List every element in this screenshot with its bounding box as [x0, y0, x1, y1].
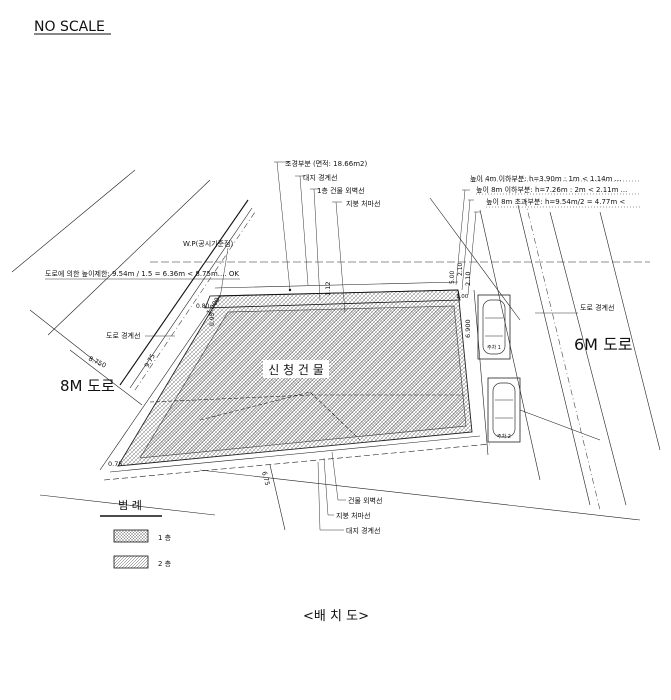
parking-edge: [473, 289, 489, 456]
top-callouts: 조경부분 (면적: 18.66m2) 대지 경계선 1층 건물 외벽선 지붕 처…: [274, 159, 380, 313]
left-road-boundary-label: 도로 경계선: [106, 331, 140, 340]
right-road-boundary-label: 도로 경계선: [580, 303, 614, 312]
parking-space-1: 주차 1: [477, 294, 511, 360]
dimension-annotations: 1.000 1.12 5.00 2.10 6.900 2.10 8.750 9.…: [87, 262, 472, 486]
building-label-bg: [263, 360, 329, 378]
left-road-lines: [11, 169, 256, 471]
callout-bottom-wall: 건물 외벽선: [348, 496, 382, 505]
eave-line-bottom: [103, 443, 491, 481]
dim-11: 0.80: [196, 303, 210, 310]
legend-swatch-2: [113, 555, 149, 569]
height-limit-callouts: 높이 4m 이하부분: h=3.90m : 1m < 1.14m ... 높이 …: [455, 174, 640, 296]
legend-swatch-1: [113, 529, 149, 543]
legend: 범 례 1 층 2 층: [39, 494, 216, 569]
legend-item-1: 1 층: [158, 533, 172, 542]
callout-landscape: 조경부분 (면적: 18.66m2): [285, 159, 367, 168]
dim-10: 6.75: [260, 470, 271, 486]
wp-note: W.P(공시기준점): [183, 239, 233, 248]
height-limit-1: 높이 4m 이하부분: h=3.90m : 1m < 1.14m ...: [470, 174, 621, 183]
legend-item-2: 2 층: [158, 559, 172, 568]
parking-space-2: 주차 2: [487, 377, 521, 443]
dim-6: 2.10: [464, 272, 472, 286]
road-height-note: 도로에 의한 높이제한: 9.54m / 1.5 = 6.36m < 8.75m…: [45, 269, 239, 278]
height-limit-3: 높이 8m 초과부분: h=9.54m/2 = 4.77m <: [486, 197, 625, 206]
callout-site-boundary: 대지 경계선: [303, 173, 337, 182]
height-limit-2: 높이 8m 이하부분: h=7.26m : 2m < 2.11m ...: [476, 185, 627, 194]
dim-7: 8.750: [87, 355, 107, 370]
dim-2: 1.12: [324, 282, 332, 296]
building-label: 신 청 건 물: [268, 363, 324, 377]
inner-line-b: [199, 391, 361, 441]
dim-3: 5.00: [449, 270, 456, 284]
dim-5: 6.900: [464, 319, 472, 338]
callout-first-floor-wall: 1층 건물 외벽선: [317, 186, 365, 195]
dim-4: 2.10: [457, 262, 464, 276]
left-road-label: 8M 도로: [60, 377, 115, 395]
callout-bottom-site-boundary: 대지 경계선: [346, 526, 380, 535]
parking-label-2: 주차 2: [497, 433, 511, 440]
callout-bottom-eave: 지붕 처마선: [336, 511, 370, 520]
dim-13: 1.00: [456, 294, 469, 300]
parking-label-1: 주차 1: [487, 344, 501, 351]
dim-12: 0.95: [209, 312, 216, 326]
eave-strip: [204, 289, 461, 309]
site-boundary-bottom: [109, 435, 481, 473]
site-boundary-top: [214, 281, 459, 289]
drawing-caption: <배 치 도>: [303, 609, 369, 624]
bottom-callouts: 건물 외벽선 지붕 처마선 대지 경계선: [199, 451, 641, 535]
legend-title: 범 례: [118, 499, 142, 512]
right-road-label: 6M 도로: [574, 335, 633, 354]
right-road-lines: [429, 197, 661, 511]
callout-roof-eave: 지붕 처마선: [346, 199, 380, 208]
dim-9: 0.75: [108, 460, 122, 468]
scale-note: NO SCALE: [34, 19, 105, 35]
building-second-floor: [139, 305, 467, 459]
